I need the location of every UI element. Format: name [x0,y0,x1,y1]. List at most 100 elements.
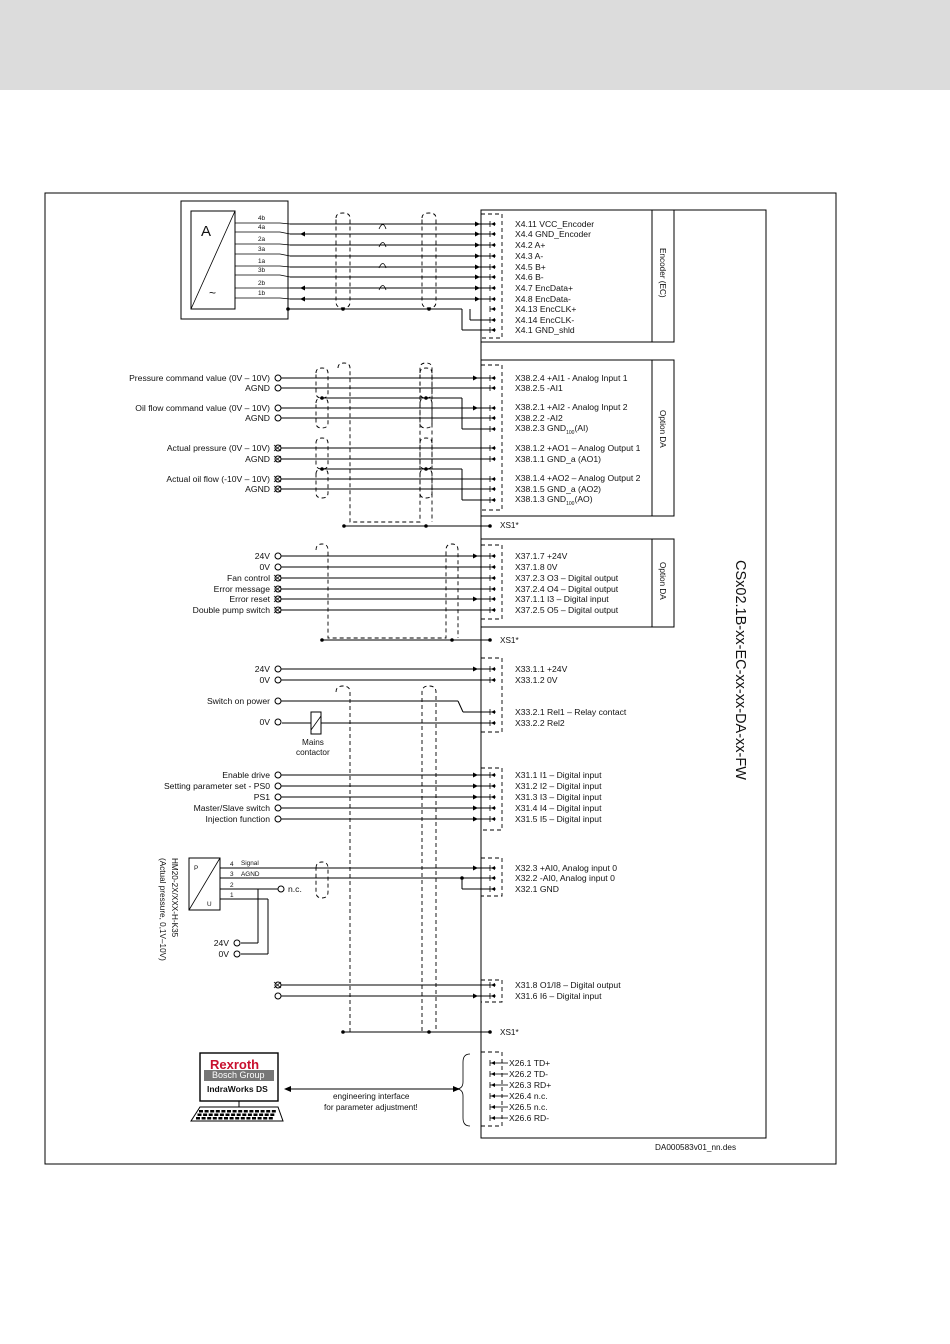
analog-pair-shields [315,367,433,499]
terminal-label: X37.1.8 0V [515,562,558,572]
terminal-label: X31.3 I3 – Digital input [515,792,602,802]
signal-label: Master/Slave switch [194,803,271,813]
analog-wires [273,374,496,503]
signal-label: AGND [245,484,270,494]
drive-type-title: CSx02.1B-xx-EC-xx-xx-DA-xx-FW [732,560,748,780]
encoder-pin: 3a [258,246,266,253]
terminal-label: X37.2.5 O5 – Digital output [515,605,619,615]
terminal-label: X26.4 n.c. [509,1091,548,1101]
motor-encoder-box [180,200,289,320]
terminal-label: X31.6 I6 – Digital input [515,991,602,1001]
encoder-wires [235,221,496,333]
terminal-label: X4.1 GND_shld [515,325,575,335]
ethernet-interface: X26.1 TD+X26.2 TD-X26.3 RD+X26.4 n.c.X26… [489,1058,551,1123]
svg-text:X38.2.4 +AI1 - Analog Input 1: X38.2.4 +AI1 - Analog Input 1 [515,373,628,383]
power-relay-io: 24V X33.1.1 +24V 0V X33.1.2 0V Switch on pow… [207,664,627,728]
svg-text:X38.2.3 GND100(AI): X38.2.3 GND100(AI) [515,423,588,436]
signal-label: Switch on power [207,696,270,706]
terminal-label: X4.14 EncCLK- [515,315,574,325]
signal-label: Actual pressure (0V – 10V) [167,443,270,453]
svg-text:X38.2.2 -AI2: X38.2.2 -AI2 [515,413,563,423]
header-band [0,0,950,90]
terminal-label: X26.6 RD- [509,1113,549,1123]
terminal-label: X32.1 GND [515,884,559,894]
svg-text:X38.1.4 +AO2 – Analog Output 2: X38.1.4 +AO2 – Analog Output 2 [515,473,641,483]
svg-text:P: P [194,865,198,872]
svg-text:A: A [201,223,211,240]
terminal-label: X31.8 O1/I8 – Digital output [515,980,621,990]
terminal-label: X26.2 TD- [509,1069,548,1079]
sensor-pin: 2 [230,882,234,889]
signal-label: AGND [245,413,270,423]
signal-label: Setting parameter set - PS0 [164,781,270,791]
sensor-pin: 1 [230,892,234,899]
xs1-analog: XS1* [500,521,519,530]
terminal-label: X32.2 -AI0, Analog input 0 [515,873,615,883]
option-da-digital-label: Option DA [658,562,667,600]
terminal-label: X31.4 I4 – Digital input [515,803,602,813]
signal-label: Error reset [229,594,270,604]
option-da-digital-box [480,538,675,628]
sensor-type: HM20-2X/XXX-H-K35 [170,858,179,938]
sensor-24v-label: 24V [214,938,230,948]
pressure-sensor-box [188,857,221,911]
encoder-pin: 4a [258,224,266,231]
signal-label: AGND [245,383,270,393]
signal-label: AGND [245,454,270,464]
terminal-label: X33.2.1 Rel1 – Relay contact [515,707,627,717]
signal-label: Oil flow command value (0V – 10V) [135,403,270,413]
sensor-pin: 4 [230,861,234,868]
encoder-pin: 1a [258,258,266,265]
encoder-pin: 3b [258,267,266,274]
svg-text:~: ~ [209,286,216,300]
terminal-label: X33.1.2 0V [515,675,558,685]
terminal-label: X4.5 B+ [515,262,546,272]
svg-text:X38.1.1 GND_a (AO1): X38.1.1 GND_a (AO1) [515,454,601,464]
encoder-pin: 1b [258,290,266,297]
signal-label: 24V [255,664,271,674]
signal-label: Enable drive [222,770,270,780]
terminal-label: X31.1 I1 – Digital input [515,770,602,780]
terminal-label: X4.13 EncCLK+ [515,304,576,314]
terminal-label: X4.4 GND_Encoder [515,229,591,239]
signal-label: Double pump switch [193,605,271,615]
sensor-nc-label: n.c. [288,884,302,894]
analog-signal-labels: Pressure command value (0V – 10V)AGNDOil… [129,373,270,494]
encoder-pin: 2a [258,236,266,243]
signal-label: Pressure command value (0V – 10V) [129,373,270,383]
laptop-keyboard [196,1110,276,1120]
terminal-label: X4.7 EncData+ [515,283,573,293]
terminal-label: X31.5 I5 – Digital input [515,814,602,824]
digital-io-2: Enable drive X31.1 I1 – Digital inputSett… [164,770,602,824]
signal-label: Actual oil flow (-10V – 10V) [166,474,270,484]
drawing-id: DA000583v01_nn.des [655,1143,736,1152]
analog-terminal-labels: X38.2.4 +AI1 - Analog Input 1 X38.2.5 -A… [515,373,641,507]
terminal-label: X26.5 n.c. [509,1102,548,1112]
terminal-label: X33.1.1 +24V [515,664,568,674]
signal-label: 0V [259,717,270,727]
sensor-pin: 3 [230,871,234,878]
signal-label: 0V [259,675,270,685]
terminal-label: X26.3 RD+ [509,1080,551,1090]
terminal-label: X4.3 A- [515,251,543,261]
svg-text:X38.1.2 +AO1 – Analog Output 1: X38.1.2 +AO1 – Analog Output 1 [515,443,641,453]
rexroth-logo: Rexroth [210,1057,259,1072]
sensor-agnd-label: AGND [241,871,260,878]
option-da-analog-label: Option DA [658,410,667,448]
engineering-interface-label: engineering interface [333,1092,410,1101]
svg-text:U: U [207,901,212,908]
signal-label: 24V [255,551,271,561]
terminal-label: X4.2 A+ [515,240,545,250]
signal-label: Fan control [227,573,270,583]
terminal-label: X31.2 I2 – Digital input [515,781,602,791]
terminal-label: X32.3 +AI0, Analog input 0 [515,863,617,873]
xs1-digital: XS1* [500,636,519,645]
signal-label: Injection function [206,814,271,824]
indraworks-label: IndraWorks DS [207,1084,268,1094]
svg-text:X38.2.1 +AI2 - Analog Input 2: X38.2.1 +AI2 - Analog Input 2 [515,402,628,412]
